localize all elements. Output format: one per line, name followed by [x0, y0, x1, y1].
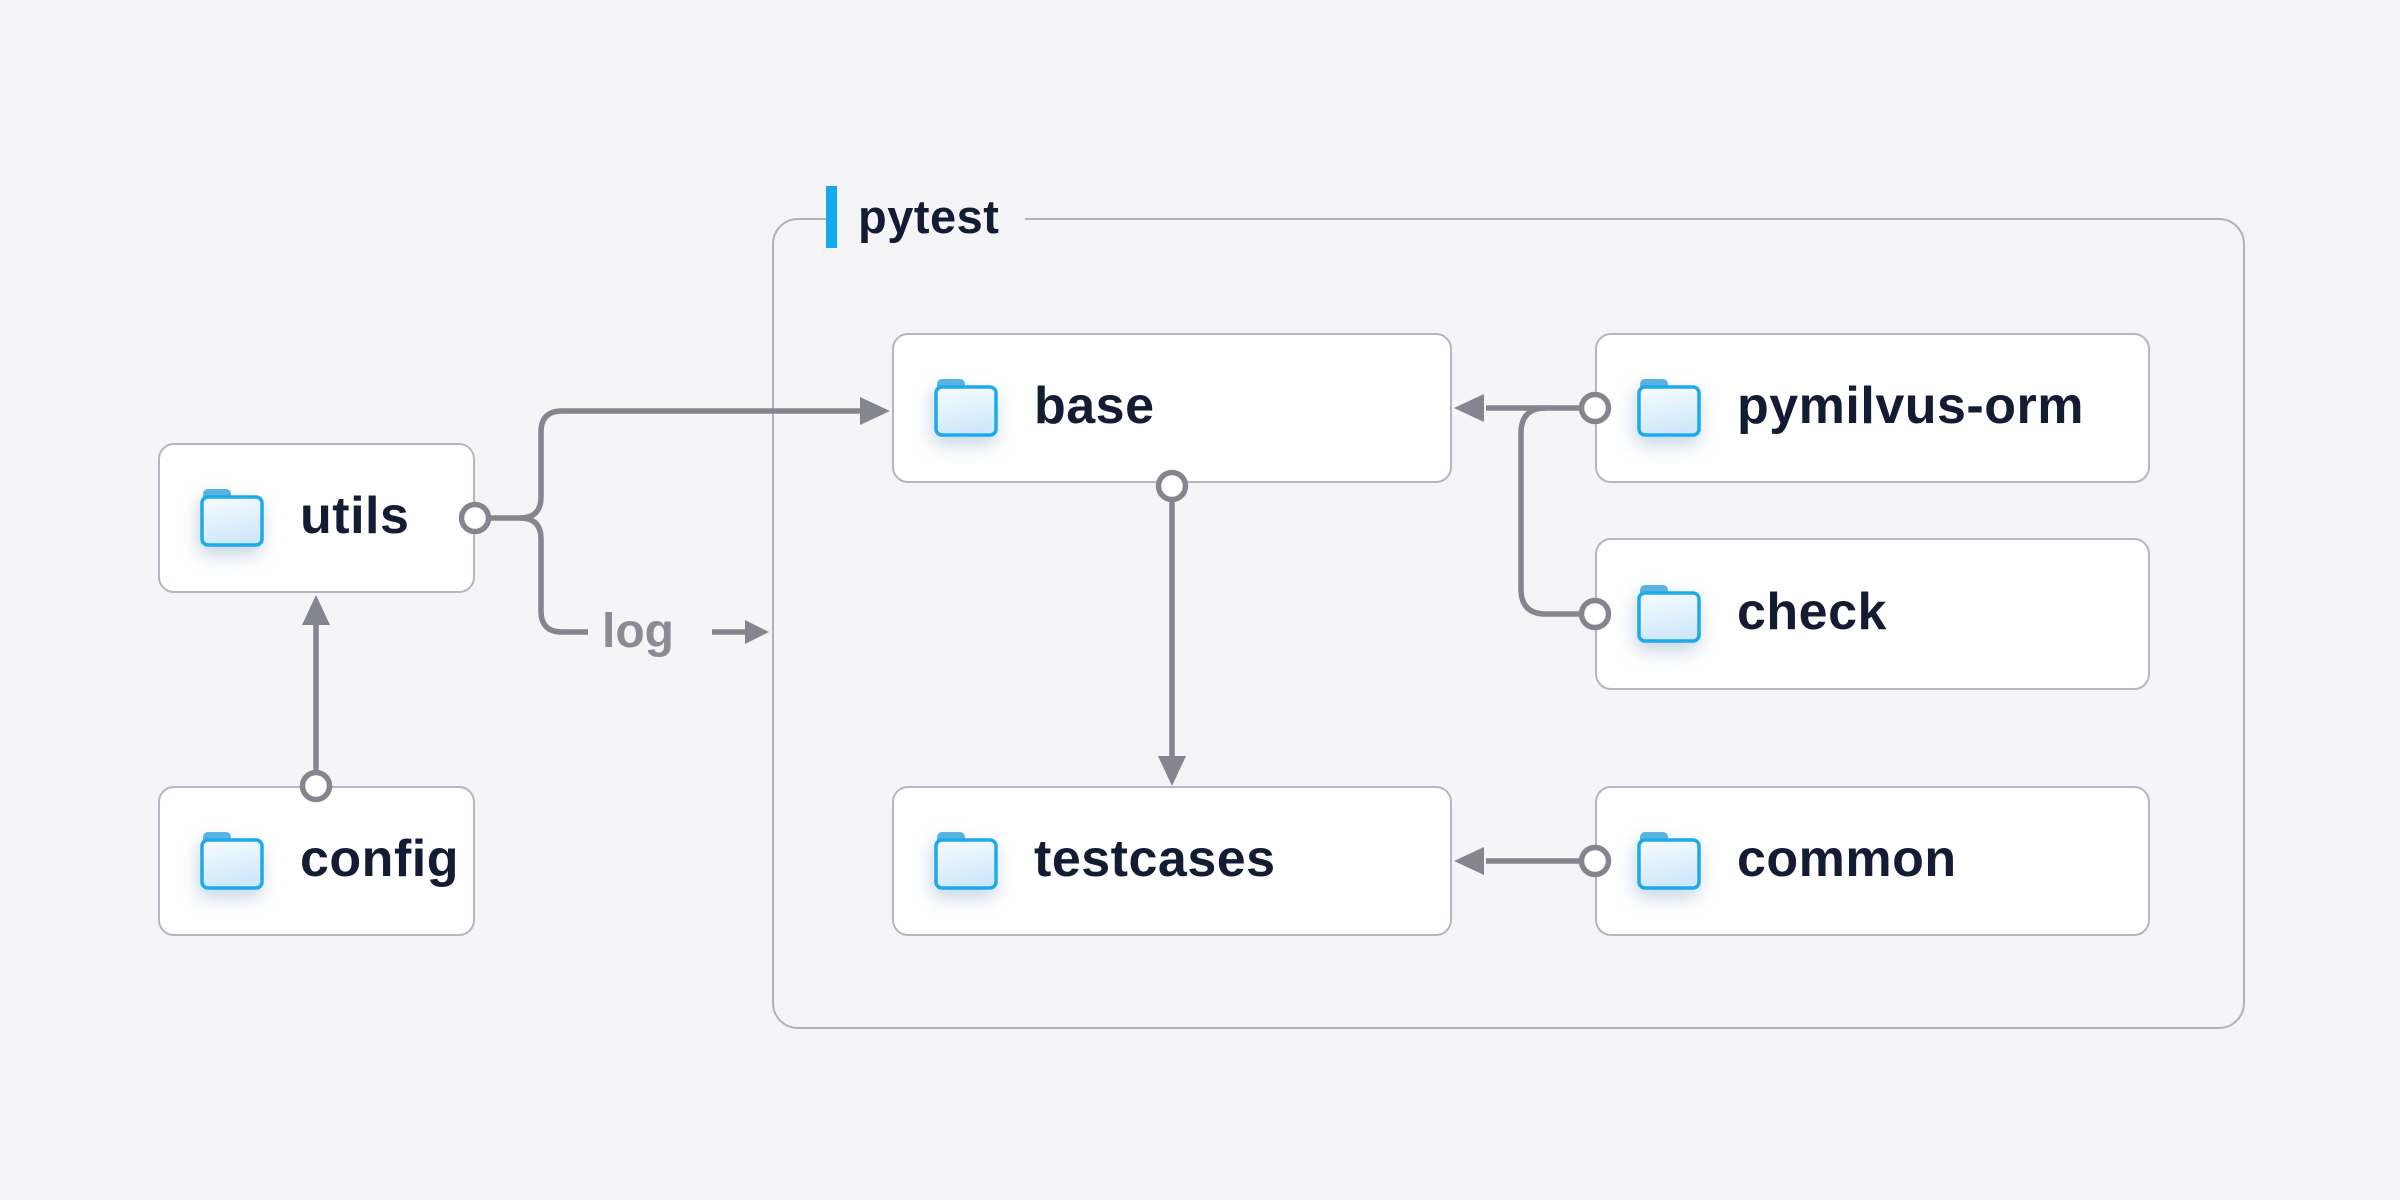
node-config: config: [158, 786, 475, 936]
node-label: base: [1034, 377, 1155, 435]
node-label: config: [300, 830, 459, 888]
folder-icon: [1637, 832, 1701, 890]
node-check: check: [1595, 538, 2150, 690]
node-label: testcases: [1034, 830, 1276, 888]
node-testcases: testcases: [892, 786, 1452, 936]
accent-bar: [826, 186, 837, 248]
node-label: utils: [300, 487, 410, 545]
node-base: base: [892, 333, 1452, 483]
folder-icon: [1637, 585, 1701, 643]
arrowhead-right-log: [745, 620, 769, 644]
node-utils: utils: [158, 443, 475, 593]
node-common: common: [1595, 786, 2150, 936]
folder-icon: [934, 832, 998, 890]
node-label: pymilvus-orm: [1737, 377, 2084, 435]
edge-utils-log: [519, 515, 588, 635]
group-title: pytest: [858, 190, 1000, 243]
folder-icon: [200, 489, 264, 547]
group-pytest-label: pytest: [826, 186, 1026, 248]
arrowhead-up: [302, 595, 330, 625]
group-pytest: [772, 218, 2245, 1029]
node-label: check: [1737, 583, 1887, 641]
node-label: common: [1737, 830, 1957, 888]
folder-icon: [1637, 379, 1701, 437]
folder-icon: [200, 832, 264, 890]
node-pymilvus-orm: pymilvus-orm: [1595, 333, 2150, 483]
folder-icon: [934, 379, 998, 437]
edge-label-log: log: [602, 605, 674, 658]
